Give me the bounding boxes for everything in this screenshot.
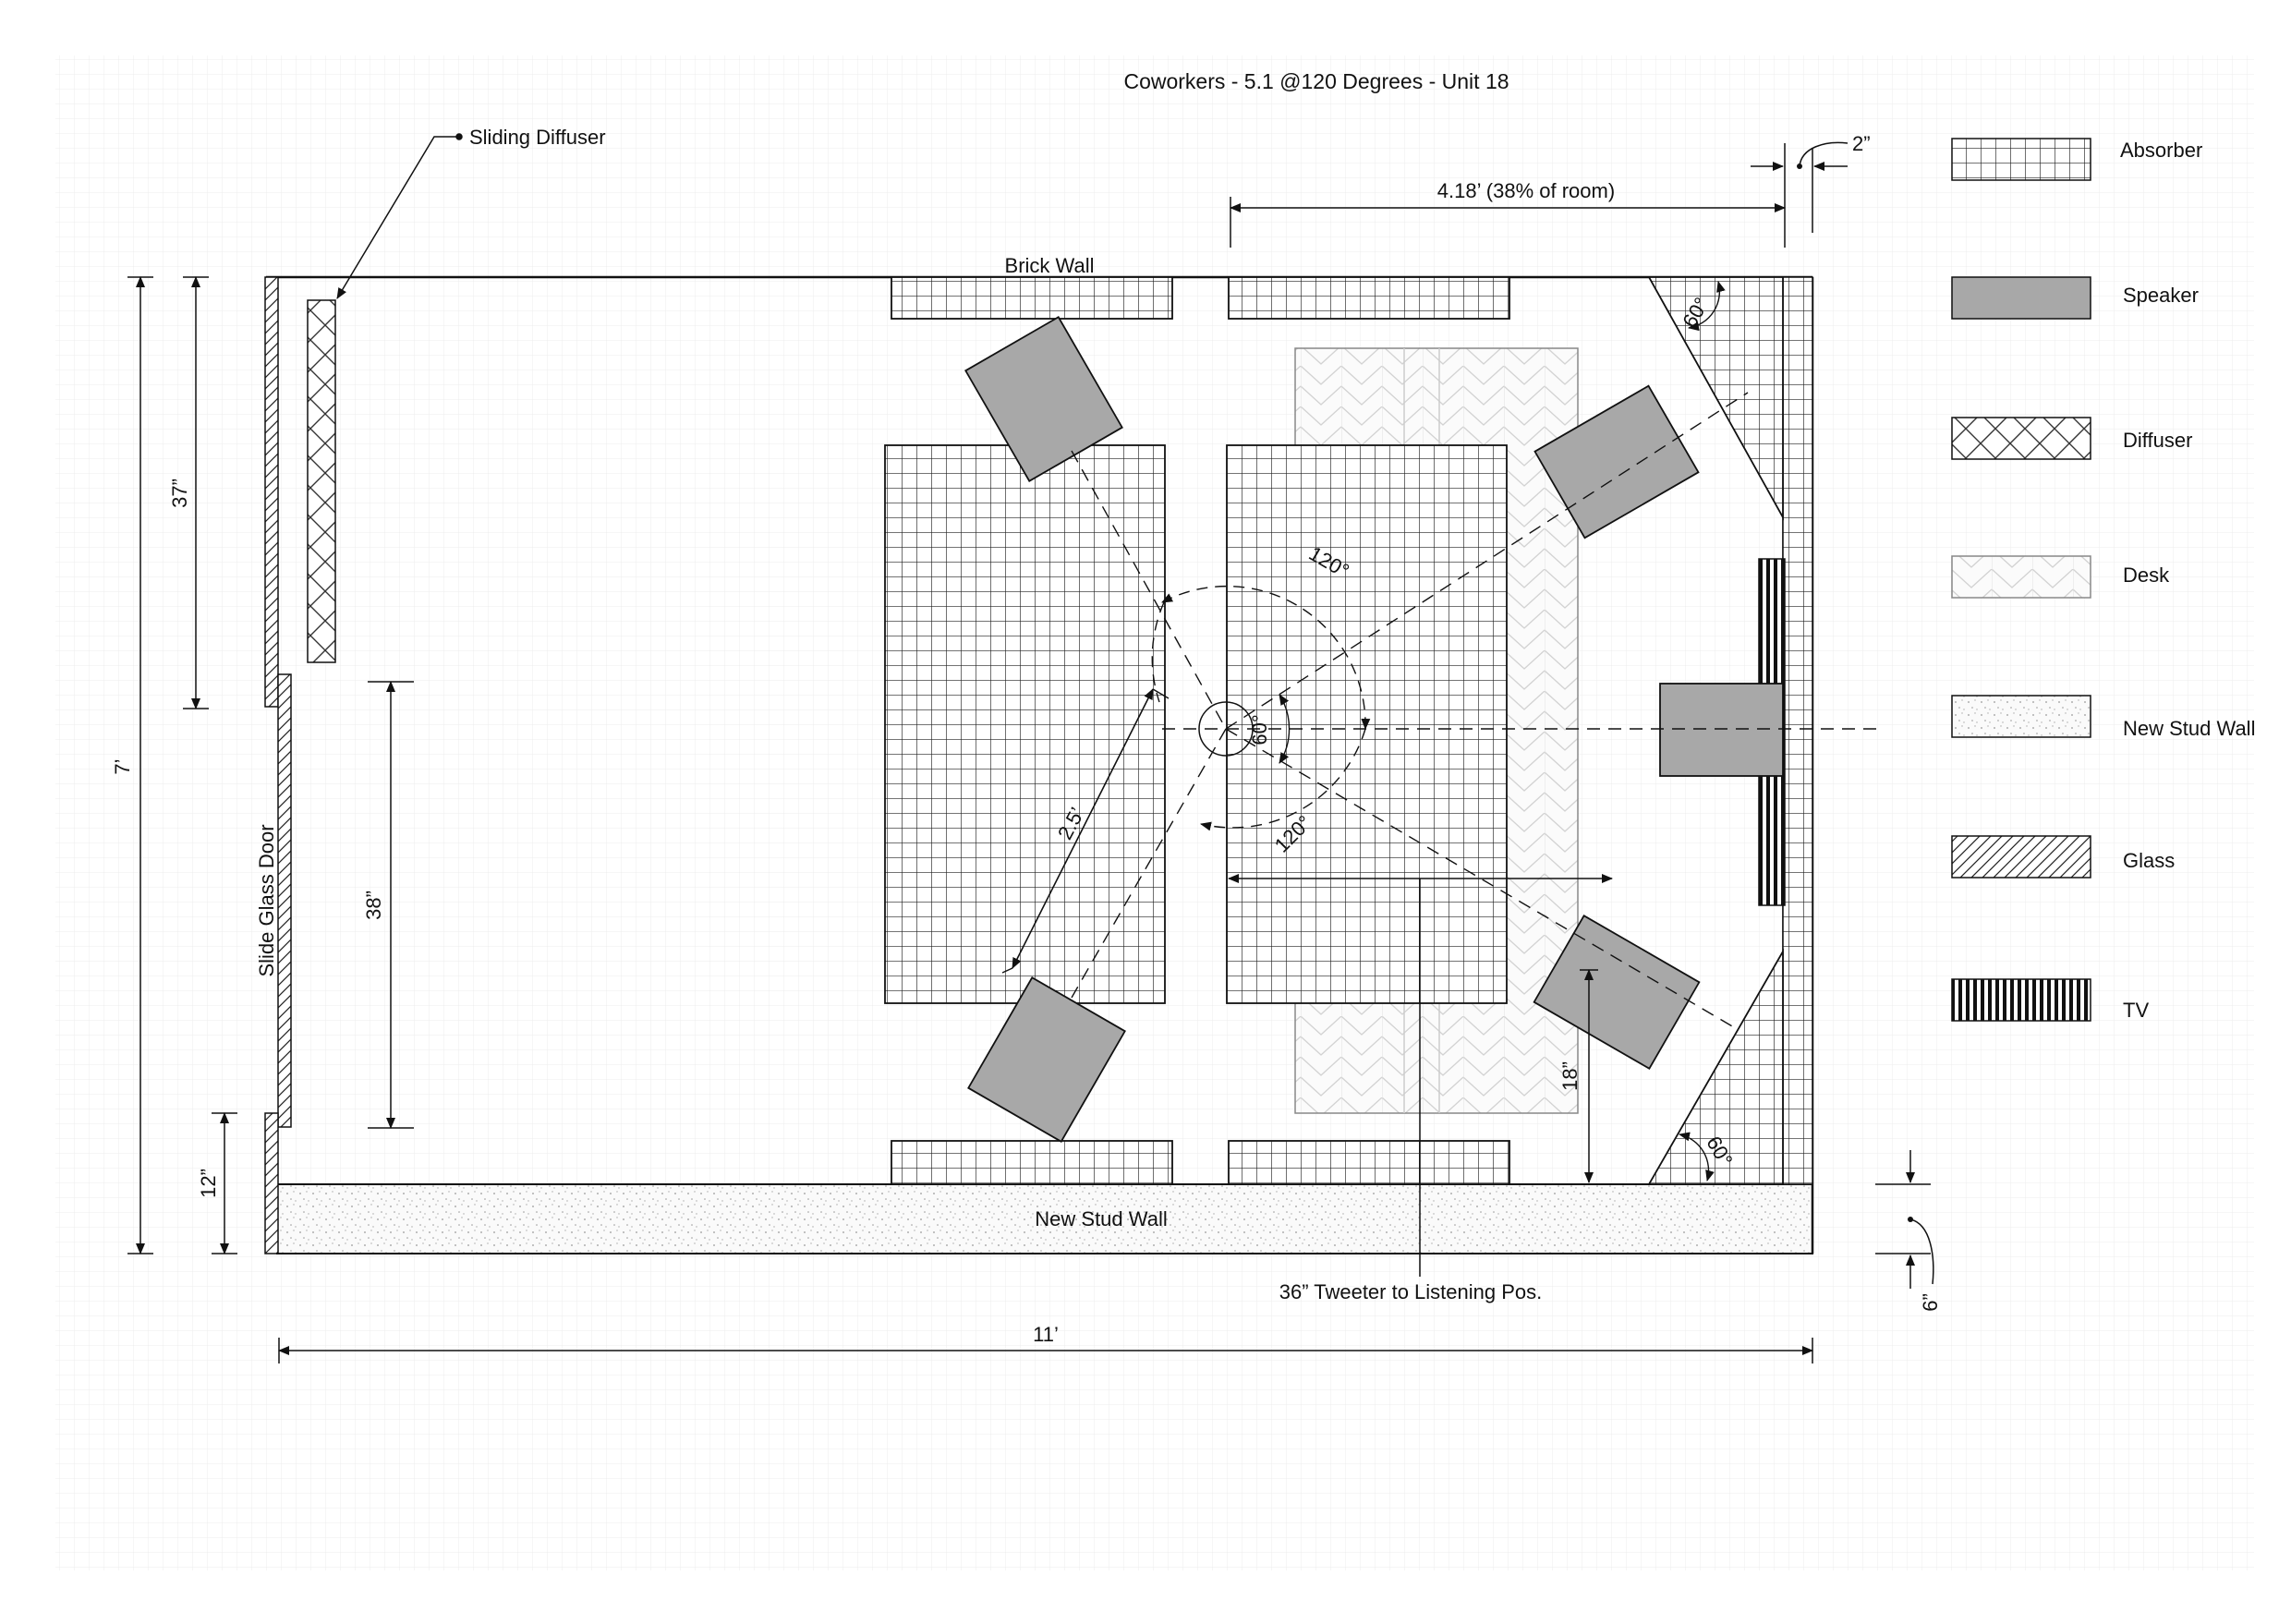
legend: Absorber Speaker Diffuser Desk New Stud … <box>1951 138 2255 1022</box>
legend-label-speaker: Speaker <box>2123 284 2199 307</box>
legend-swatch-speaker <box>1951 276 2091 320</box>
legend-label-tv: TV <box>2123 999 2149 1022</box>
dim-18: 18” <box>1558 1061 1582 1091</box>
new-stud-wall-label: New Stud Wall <box>1035 1207 1167 1230</box>
ceiling-absorber-left <box>884 444 1166 1004</box>
legend-swatch-diffuser <box>1951 417 2091 460</box>
legend-swatch-glass <box>1951 835 2091 879</box>
brick-wall-label: Brick Wall <box>1005 254 1095 277</box>
dim-2: 2” <box>1852 132 1871 155</box>
legend-label-absorber: Absorber <box>2120 139 2202 162</box>
right-wall-absorber <box>1782 276 1813 1185</box>
dim-6: 6” <box>1919 1293 1942 1312</box>
dim-absorber-span: 4.18’ (38% of room) <box>1437 179 1615 202</box>
speaker-front-left <box>964 316 1123 482</box>
sliding-diffuser-label: Sliding Diffuser <box>469 126 606 149</box>
sliding-diffuser <box>307 299 336 663</box>
glass-wall-upper <box>264 276 279 708</box>
absorber-top-left <box>891 276 1173 320</box>
absorber-bottom-left <box>891 1140 1173 1185</box>
speakers <box>964 316 1784 1143</box>
speaker-front-right <box>1533 384 1700 539</box>
page-title: Coworkers - 5.1 @120 Degrees - Unit 18 <box>1123 69 1509 93</box>
speaker-rear-left <box>967 976 1126 1143</box>
dim-38: 38” <box>362 891 385 920</box>
legend-label-glass: Glass <box>2123 849 2175 872</box>
absorber-top-right <box>1228 276 1510 320</box>
angle-60-center: 60° <box>1248 714 1271 745</box>
dim-37: 37” <box>168 479 191 508</box>
absorber-bottom-right <box>1228 1140 1510 1185</box>
corner-absorber-bottom <box>1647 948 1784 1185</box>
legend-swatch-desk <box>1951 555 2091 599</box>
legend-swatch-absorber <box>1951 138 2091 181</box>
dim-11ft: 11’ <box>1033 1323 1059 1346</box>
glass-door <box>277 673 292 1128</box>
dim-12: 12” <box>197 1169 220 1198</box>
listening-geometry <box>1001 392 1885 1031</box>
legend-label-diffuser: Diffuser <box>2123 429 2192 452</box>
corner-absorber-top <box>1647 276 1784 521</box>
speaker-center <box>1659 683 1784 777</box>
slide-glass-door-label: Slide Glass Door <box>255 824 278 976</box>
legend-label-desk: Desk <box>2123 564 2170 587</box>
room: New Stud Wall Brick Wall Slide Glass Doo… <box>255 254 1885 1303</box>
legend-swatch-stud <box>1951 695 2091 738</box>
legend-swatch-tv <box>1951 978 2091 1022</box>
tweeter-note: 36” Tweeter to Listening Pos. <box>1279 1280 1543 1303</box>
glass-wall-lower <box>264 1112 279 1254</box>
legend-label-stud: New Stud Wall <box>2123 717 2255 740</box>
dimension-lines <box>127 133 1934 1363</box>
dim-7ft: 7’ <box>111 758 134 774</box>
